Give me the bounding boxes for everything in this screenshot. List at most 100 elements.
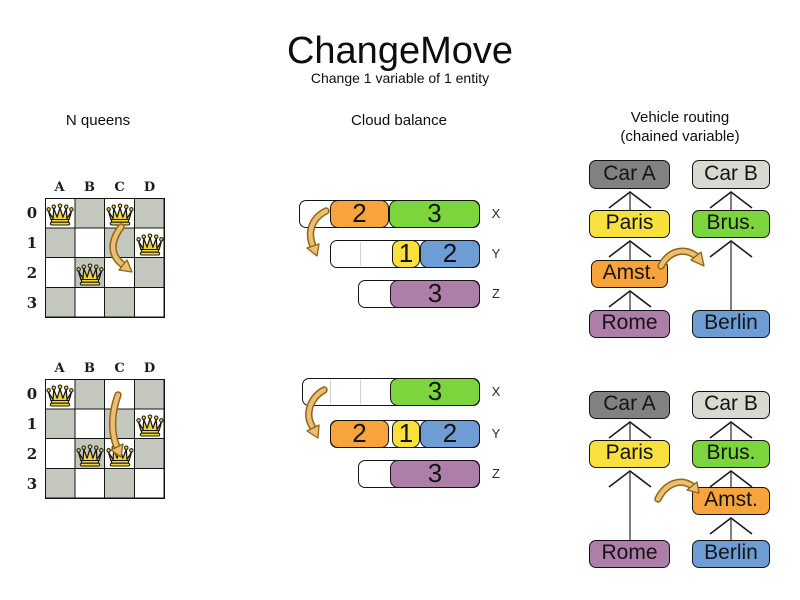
queen-crown-icon [136, 414, 164, 437]
board-cell [105, 379, 135, 409]
cloud-process-block: 2 [420, 420, 480, 448]
chain-arrowhead-icon [608, 239, 652, 258]
board-col-label: D [143, 361, 157, 376]
board-col-label: C [114, 180, 126, 195]
board-cell [135, 439, 165, 469]
queen-crown-icon [46, 384, 74, 407]
chain-arrowhead-icon [709, 469, 753, 488]
vehicle-box-rome-before: Rome [589, 310, 670, 338]
board-col-label: D [143, 180, 157, 195]
board-cell [75, 198, 105, 228]
queen-icon [46, 201, 74, 226]
heading-vehicle-line1: Vehicle routing [630, 109, 730, 126]
chain-arrowhead-icon [709, 420, 753, 439]
board-cell [75, 469, 105, 499]
vehicle-box-amst-before: Amst. [591, 260, 668, 288]
chain-arrowhead-icon [709, 239, 753, 258]
cloud-process-block: 2 [420, 240, 480, 268]
board-row-label: 2 [26, 445, 38, 463]
vehicle-box-brus-after: Brus. [692, 440, 770, 468]
queen-crown-icon [106, 203, 134, 226]
chain-arrowhead-icon [608, 289, 652, 308]
vehicle-box-car-a-before: Car A [589, 160, 670, 189]
cloud-process-block: 3 [390, 378, 480, 406]
cloud-track-divider [330, 380, 331, 404]
board-row-label: 1 [26, 234, 38, 252]
board-cell [45, 409, 75, 439]
board-cell [135, 379, 165, 409]
vehicle-box-brus-before: Brus. [692, 210, 770, 238]
board-cell [75, 288, 105, 318]
queen-crown-icon [46, 203, 74, 226]
cloud-process-block: 3 [390, 460, 480, 488]
board-cell [45, 288, 75, 318]
chain-arrowhead-icon [709, 190, 753, 209]
board-cell [75, 409, 105, 439]
vehicle-after-move-outline [654, 478, 696, 503]
heading-cloud-balance: Cloud balance [351, 112, 447, 129]
page-title: ChangeMove [286, 30, 514, 72]
vehicle-box-car-b-after: Car B [692, 391, 770, 419]
queen-icon [46, 382, 74, 407]
cloud-row-label: Y [491, 426, 501, 441]
cloud-row-label: X [491, 206, 501, 221]
queen-icon [136, 412, 164, 437]
cloud-process-block: 1 [392, 420, 420, 448]
queen-icon [106, 201, 134, 226]
board-row-label: 0 [26, 385, 38, 403]
board-row-label: 3 [26, 294, 38, 312]
board-col-label: A [54, 361, 66, 376]
vehicle-box-paris-before: Paris [589, 210, 670, 238]
board-cell [135, 288, 165, 318]
cloud-row-label: X [491, 384, 501, 399]
cloud-before-move-head-icon [306, 243, 320, 257]
board-cell [105, 409, 135, 439]
cloud-process-block: 3 [390, 280, 480, 308]
chain-arrowhead-icon [608, 469, 652, 488]
board-cell [105, 228, 135, 258]
cloud-row-label: Z [492, 466, 500, 481]
cloud-track-divider [360, 242, 361, 266]
queen-crown-icon [136, 233, 164, 256]
board-col-label: C [114, 361, 126, 376]
queen-crown-icon [76, 444, 104, 467]
board-cell [45, 258, 75, 288]
cloud-process-block: 1 [392, 240, 420, 268]
board-cell [45, 439, 75, 469]
cloud-after-move-head-icon [306, 424, 320, 439]
vehicle-box-car-a-after: Car A [589, 391, 670, 419]
queen-icon [106, 442, 134, 467]
vehicle-box-car-b-before: Car B [692, 160, 770, 189]
board-row-label: 0 [26, 204, 38, 222]
board-cell [135, 469, 165, 499]
board-cell [75, 379, 105, 409]
cloud-process-block: 2 [330, 200, 389, 228]
board-col-label: B [84, 180, 96, 195]
vehicle-box-rome-after: Rome [589, 540, 670, 568]
heading-vehicle-line2: (chained variable) [620, 128, 740, 145]
board-cell [45, 228, 75, 258]
board-row-label: 3 [26, 475, 38, 493]
board-row-label: 2 [26, 264, 38, 282]
board-cell [45, 469, 75, 499]
vehicle-box-berlin-after: Berlin [692, 540, 770, 568]
board-cell [75, 228, 105, 258]
board-cell [105, 469, 135, 499]
vehicle-box-paris-after: Paris [589, 440, 670, 468]
board-col-label: B [84, 361, 96, 376]
heading-n-queens: N queens [65, 112, 131, 129]
queen-crown-icon [76, 263, 104, 286]
queen-icon [76, 261, 104, 286]
chain-arrowhead-icon [608, 190, 652, 209]
board-row-label: 1 [26, 415, 38, 433]
queen-crown-icon [106, 444, 134, 467]
board-cell [135, 198, 165, 228]
board-cell [135, 258, 165, 288]
board-col-label: A [54, 180, 66, 195]
page-subtitle: Change 1 variable of 1 entity [310, 70, 490, 86]
cloud-process-block: 3 [389, 200, 480, 228]
vehicle-box-berlin-before: Berlin [692, 310, 770, 338]
vehicle-before-move-head-icon [690, 251, 705, 267]
cloud-track-divider [360, 380, 361, 404]
